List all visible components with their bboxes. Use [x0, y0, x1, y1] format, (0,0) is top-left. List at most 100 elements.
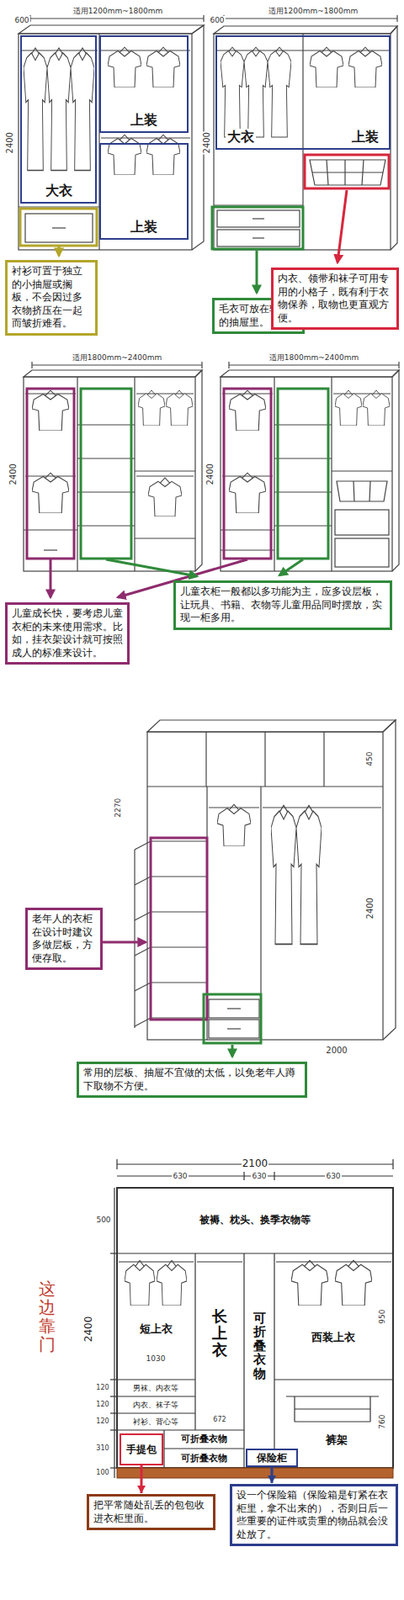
wardrobe-outline — [222, 475, 273, 477]
clothes — [31, 390, 70, 431]
clothes — [70, 47, 95, 171]
highlight-frame — [26, 388, 329, 559]
wardrobe-outline — [77, 491, 135, 493]
wardrobe-outline — [274, 457, 332, 459]
wardrobe-plan — [110, 1396, 117, 1398]
wardrobe-outline — [228, 361, 229, 369]
wardrobe-outline — [274, 491, 332, 493]
leader-arrow — [58, 246, 61, 256]
clothes — [296, 805, 322, 945]
highlight-frame — [223, 388, 272, 559]
dimension: 2100 — [241, 1158, 270, 1171]
wardrobe-outline — [336, 481, 388, 502]
callout-box: 把平常随处乱丢的包包收进衣柜里面。 — [86, 1494, 216, 1531]
clothes — [334, 1260, 373, 1307]
leader-arrow — [231, 1045, 234, 1058]
clothes — [165, 390, 193, 426]
dimension: 500 — [95, 1216, 112, 1225]
wardrobe-plan — [194, 1254, 196, 1431]
wardrobe-plan — [110, 1429, 117, 1431]
wardrobe-plan — [118, 1261, 194, 1263]
dimension: 2400 — [365, 897, 376, 920]
wardrobe-outline — [396, 15, 398, 22]
wardrobe-outline — [202, 15, 204, 22]
highlight-frame — [277, 388, 329, 559]
leader-arrow — [102, 941, 146, 945]
wardrobe-outline — [134, 877, 208, 886]
zone-label: 大衣 — [43, 182, 75, 199]
wardrobe-outline — [334, 538, 389, 568]
wardrobe-outline — [312, 171, 383, 173]
wardrobe-plan — [110, 1413, 117, 1414]
wardrobe-outline — [77, 424, 135, 426]
wardrobe-plan — [276, 1261, 392, 1263]
clothes — [362, 390, 390, 426]
callout-box: 常用的层板、抽屉不宜做的太低，以免老年人蹲下取物不方便。 — [76, 1062, 308, 1099]
wardrobe-outline — [220, 529, 275, 531]
dimension: 适用1800mm~2400mm — [71, 353, 163, 362]
zone-label: 上装 — [350, 128, 381, 145]
wardrobe-outline — [134, 983, 208, 992]
dimension: 310 — [95, 1445, 110, 1453]
clothes — [47, 47, 71, 171]
wardrobe-outline — [25, 475, 76, 477]
dimension: 2000 — [324, 1046, 348, 1057]
wardrobe-outline — [227, 1008, 241, 1010]
highlight-frame — [150, 838, 208, 1021]
wardrobe-outline — [264, 732, 266, 787]
callout-box: 老年人的衣柜在设计时建议多做层板，方便存取。 — [25, 908, 103, 971]
wardrobe-outline — [77, 457, 135, 459]
highlight-frame — [20, 208, 97, 246]
clothes — [228, 473, 266, 514]
dimension: 适用1200mm~1800mm — [72, 6, 164, 16]
compartment-label: 可折叠衣物 — [180, 1435, 229, 1446]
clothing-zone: 大衣 — [20, 35, 97, 204]
clothes — [156, 1260, 187, 1307]
drawer-label: 男袜、内衣等 — [132, 1384, 180, 1393]
wardrobe-outline — [208, 807, 260, 808]
wardrobe-outline — [52, 227, 66, 229]
wardrobe-outline — [101, 137, 191, 139]
dimension: 630 — [250, 1172, 267, 1181]
wardrobe-outline — [330, 377, 332, 572]
wardrobe-outline — [274, 424, 332, 426]
wardrobe-plan — [273, 1254, 275, 1469]
drawer-label: 内衣、袜子等 — [132, 1401, 180, 1410]
door-side-note: 这边靠门 — [37, 1280, 57, 1355]
zone-label: 手提包 — [126, 1444, 157, 1457]
wardrobe-outline — [76, 377, 78, 572]
dimension: 1030 — [145, 1355, 167, 1364]
clothes — [107, 47, 142, 88]
wardrobe-plan — [196, 1261, 243, 1263]
wardrobe-outline — [134, 720, 396, 1041]
clothes — [220, 47, 383, 138]
dimension: 120 — [95, 1418, 110, 1426]
highlight-frame — [80, 388, 132, 559]
handbag-box: 手提包 — [119, 1434, 164, 1467]
wardrobe-outline — [133, 850, 135, 1029]
clothes — [244, 47, 268, 138]
wardrobe-outline — [220, 549, 275, 551]
wardrobe-outline — [147, 720, 396, 733]
clothes — [107, 134, 142, 176]
wardrobe-plan — [392, 1159, 394, 1170]
clothes — [124, 1260, 373, 1307]
callout-box: 设一个保险箱（保险箱是钉紧在衣柜里，拿不出来的），否则日后一些重要的证件或贵重的… — [229, 1484, 399, 1547]
compartment-label: 西装上衣 — [310, 1332, 357, 1345]
wardrobe-outline — [134, 947, 208, 957]
drawer-label: 衬衫、背心等 — [132, 1418, 180, 1427]
wardrobe-outline — [18, 25, 204, 34]
clothing-zone: 大衣上装 — [215, 35, 391, 150]
wardrobe-outline — [222, 393, 273, 394]
clothes — [267, 47, 292, 138]
dimension: 适用1200mm~1800mm — [267, 6, 359, 16]
clothes — [309, 47, 344, 88]
wardrobe-outline — [369, 481, 371, 502]
clothes — [217, 804, 251, 847]
clothes — [217, 804, 322, 945]
highlight-frame — [203, 994, 261, 1044]
dimension: 950 — [378, 1308, 388, 1325]
dimension: 630 — [171, 1172, 188, 1181]
callout-text: 儿童成长快，要考虑儿童衣柜的未来使用需求。比如，挂衣架设计就可按照成人的标准来设… — [11, 607, 123, 660]
